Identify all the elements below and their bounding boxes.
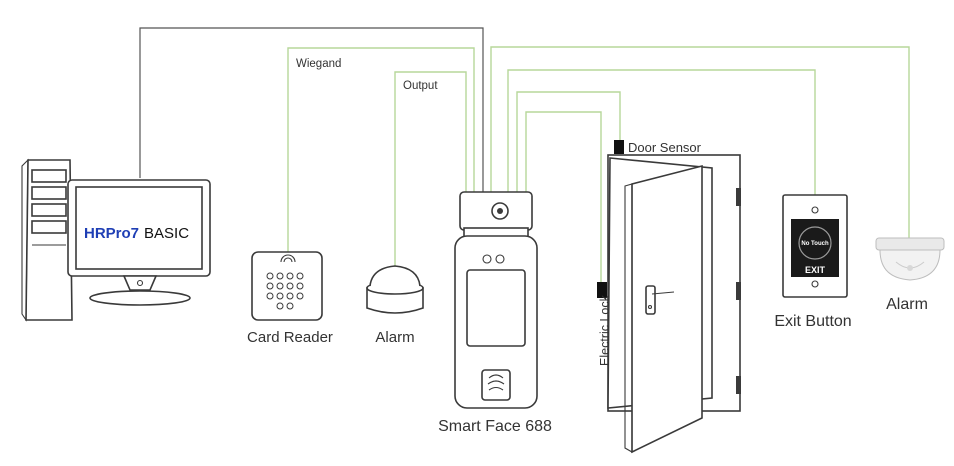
output-wire [394, 71, 467, 268]
wiring [139, 27, 910, 282]
door-sensor-block [614, 140, 624, 154]
card-reader-label: Card Reader [247, 329, 333, 346]
pc-monitor [67, 179, 211, 306]
wiegand-wire [287, 47, 475, 252]
right-alarm-wire [490, 46, 910, 238]
exit-plate-brand: No Touch [801, 241, 829, 247]
electric-lock-wire [525, 111, 602, 282]
wiegand-label: Wiegand [296, 58, 341, 70]
door-assembly [607, 154, 741, 454]
exit-button-label: Exit Button [774, 313, 851, 330]
alarm-right-device [875, 237, 945, 281]
electric-lock-label: Electric Lock [598, 294, 612, 366]
exit-button-wire [507, 69, 816, 195]
alarm-left-device [366, 265, 424, 314]
software-title: HRPro7 BASIC [84, 225, 189, 242]
pc-tower [21, 158, 73, 322]
door-sensor-wire [516, 91, 621, 192]
software-edition: BASIC [144, 225, 189, 242]
software-brand: HRPro7 [84, 225, 139, 242]
output-label: Output [403, 80, 438, 92]
alarm-left-label: Alarm [375, 329, 414, 346]
pc-network-wire [139, 27, 484, 192]
smart-face-label: Smart Face 688 [438, 418, 552, 435]
alarm-right-label: Alarm [886, 296, 928, 313]
exit-plate-text: EXIT [805, 265, 826, 275]
electric-lock-block [597, 282, 607, 298]
exit-button-device [782, 194, 848, 298]
card-reader-device [251, 251, 323, 321]
door-sensor-label: Door Sensor [628, 140, 702, 155]
smart-face-device [454, 191, 538, 409]
